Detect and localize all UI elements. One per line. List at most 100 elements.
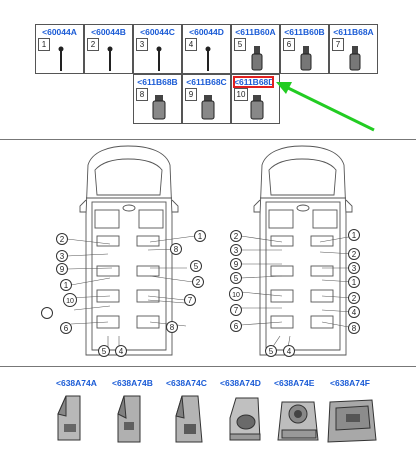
part-code[interactable]: <60044C [140,27,175,37]
part-number: 2 [87,38,99,51]
part-code-highlighted[interactable]: <611B68D [233,76,275,88]
svg-text:1: 1 [352,231,357,240]
pointer-arrow-icon [276,82,375,132]
part-code[interactable]: <638A74C [166,378,207,388]
svg-text:8: 8 [170,323,175,332]
callout: 9 [230,258,242,270]
svg-text:7: 7 [234,306,239,315]
callout: 3 [348,262,360,274]
svg-text:4: 4 [119,347,124,356]
screw-icon [205,46,211,71]
callout: 5 [230,272,242,284]
callout: 3 [56,250,68,262]
svg-text:8: 8 [174,245,179,254]
callout: 6 [60,322,72,334]
callout: 3 [230,244,242,256]
callout: 5 [190,260,202,272]
part-code[interactable]: <638A74F [330,378,370,388]
svg-text:2: 2 [234,232,239,241]
divider [0,366,416,367]
vehicle-diagrams: 2 1 3 8 9 5 1 2 10 7 6 8 5 4 1 2 3 2 9 3… [41,145,360,357]
callout: 1 [60,279,72,291]
svg-text:3: 3 [234,246,239,255]
callout: 8 [348,322,360,334]
callout: 4 [283,345,295,357]
svg-text:3: 3 [60,252,65,261]
svg-text:5: 5 [269,347,274,356]
cover-piece-icon[interactable] [218,394,272,448]
part-code[interactable]: <60044D [189,27,224,37]
part-number: 6 [283,38,295,51]
cover-piece-icon[interactable] [50,392,96,448]
screw-icon [107,46,113,71]
part-cell-2[interactable]: <60044B 2 [84,24,133,74]
part-code[interactable]: <611B60B [284,27,325,37]
svg-text:1: 1 [352,278,357,287]
svg-text:2: 2 [352,250,357,259]
part-cell-1[interactable]: <60044A 1 [35,24,84,74]
callout: 4 [115,345,127,357]
cover-piece-icon[interactable] [108,392,154,448]
svg-text:3: 3 [352,264,357,273]
part-cell-7[interactable]: <611B68A 7 [329,24,378,74]
svg-text:2: 2 [60,235,65,244]
fastener-icon [201,95,215,120]
svg-text:6: 6 [64,324,69,333]
part-code[interactable]: <638A74B [112,378,153,388]
part-cell-10[interactable]: <611B68D 10 [231,74,280,124]
vehicle-left [79,145,179,356]
svg-text:5: 5 [102,347,107,356]
part-number: 4 [185,38,197,51]
callout: 2 [56,233,68,245]
callout: 10 [229,287,243,301]
callout: 7 [184,294,196,306]
callout: 10 [63,293,77,307]
part-number: 8 [136,88,148,101]
callout: 1 [348,276,360,288]
svg-text:6: 6 [234,322,239,331]
part-code[interactable]: <60044B [91,27,126,37]
part-code[interactable]: <611B68A [333,27,374,37]
part-cell-5[interactable]: <611B60A 5 [231,24,280,74]
part-cell-3[interactable]: <60044C 3 [133,24,182,74]
svg-text:1: 1 [64,281,69,290]
part-code[interactable]: <60044A [42,27,77,37]
part-code[interactable]: <611B60A [235,27,276,37]
callout: 4 [348,306,360,318]
svg-text:10: 10 [232,292,240,299]
cover-piece-icon[interactable] [322,394,382,448]
callout: 2 [348,248,360,260]
callout: 1 [194,230,206,242]
screw-icon [58,46,64,71]
clip-icon [349,46,361,71]
svg-text:1: 1 [198,232,203,241]
callout: 7 [230,304,242,316]
screw-icon [156,46,162,71]
divider [0,139,416,140]
part-number: 3 [136,38,148,51]
part-number: 5 [234,38,246,51]
callout: 2 [230,230,242,242]
callout: 2 [348,292,360,304]
callout: 1 [348,229,360,241]
callout: 8 [166,321,178,333]
cover-piece-icon[interactable] [270,392,326,448]
part-code[interactable]: <611B68B [137,77,178,87]
part-code[interactable]: <611B68C [186,77,227,87]
fastener-icon [152,95,166,120]
svg-text:9: 9 [60,265,65,274]
part-cell-6[interactable]: <611B60B 6 [280,24,329,74]
cover-piece-icon[interactable] [164,392,214,448]
svg-text:4: 4 [352,308,357,317]
svg-text:7: 7 [188,296,193,305]
part-code[interactable]: <638A74E [274,378,315,388]
part-code[interactable]: <638A74A [56,378,97,388]
clip-icon [251,46,263,71]
callout: 9 [56,263,68,275]
part-number: 10 [234,88,248,101]
callout: 6 [230,320,242,332]
part-code[interactable]: <638A74D [220,378,261,388]
part-cell-8[interactable]: <611B68B 8 [133,74,182,124]
part-cell-4[interactable]: <60044D 4 [182,24,231,74]
part-cell-9[interactable]: <611B68C 9 [182,74,231,124]
